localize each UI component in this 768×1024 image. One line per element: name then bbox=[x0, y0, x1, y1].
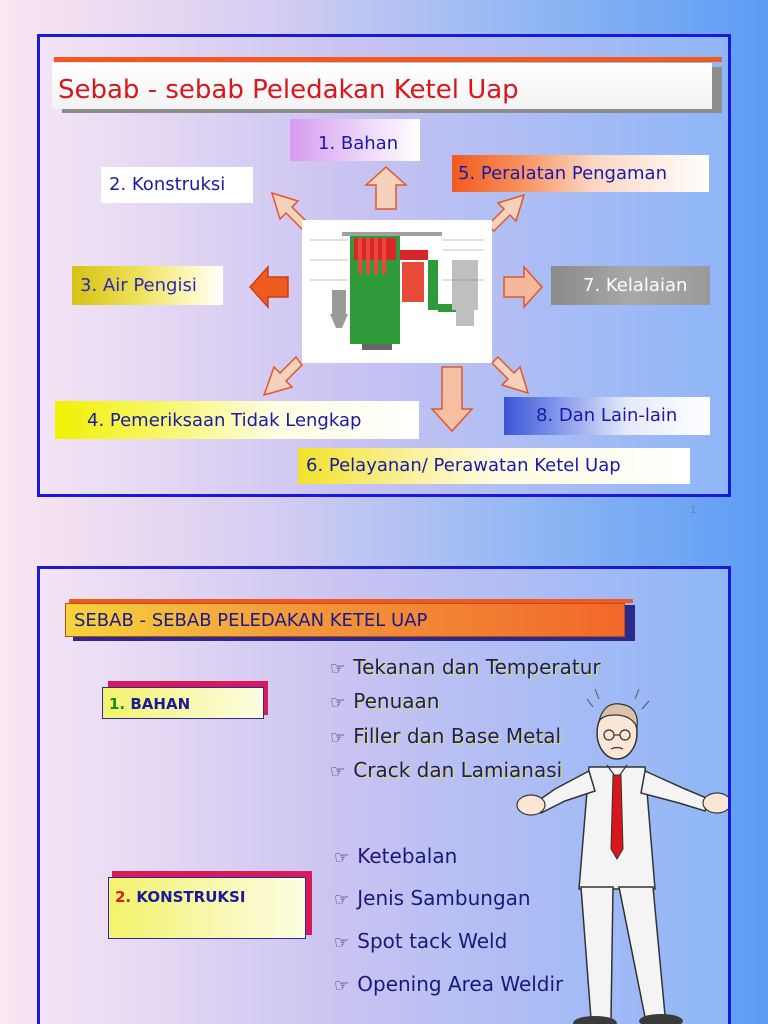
bullet-item: ☞ Ketebalan bbox=[334, 844, 457, 868]
arrow-up-icon bbox=[364, 165, 408, 210]
bullet-item: ☞ Tekanan dan Temperatur bbox=[330, 655, 601, 679]
section-title: BAHAN bbox=[130, 695, 191, 713]
slide-2: SEBAB - SEBAB PELEDAKAN KETEL UAP 1. BAH… bbox=[37, 566, 731, 1024]
section-bahan-label: 1. BAHAN bbox=[102, 687, 264, 719]
bullet-text: Spot tack Weld bbox=[357, 929, 508, 953]
cause-bahan: 1. Bahan bbox=[290, 119, 420, 161]
arrow-right-icon bbox=[503, 265, 544, 309]
arrows-layer bbox=[248, 165, 544, 433]
title-accent-line bbox=[54, 57, 722, 62]
confused-man-illustration bbox=[516, 688, 728, 1024]
bullet-text: Jenis Sambungan bbox=[357, 886, 531, 910]
cause-air-pengisi: 3. Air Pengisi bbox=[72, 266, 223, 305]
cause-pemeriksaan: 4. Pemeriksaan Tidak Lengkap bbox=[55, 401, 419, 439]
arrow-down-icon bbox=[430, 366, 474, 433]
pointing-hand-icon: ☞ bbox=[330, 728, 346, 748]
section-number: 2. bbox=[115, 888, 132, 906]
bullet-item: ☞ Opening Area Weldir bbox=[334, 972, 563, 996]
bullet-text: Filler dan Base Metal bbox=[353, 724, 562, 748]
slide-2-title-bar: SEBAB - SEBAB PELEDAKAN KETEL UAP bbox=[65, 599, 635, 643]
slide-2-title: SEBAB - SEBAB PELEDAKAN KETEL UAP bbox=[65, 603, 625, 637]
cause-kelalaian: 7. Kelalaian bbox=[551, 266, 710, 305]
arrow-down-right-icon bbox=[490, 355, 530, 395]
slide-1-title-bar: Sebab - sebab Peledakan Ketel Uap bbox=[52, 57, 722, 115]
section-bahan-box: 1. BAHAN bbox=[102, 681, 268, 721]
pointing-hand-icon: ☞ bbox=[334, 848, 350, 868]
pointing-hand-icon: ☞ bbox=[330, 762, 346, 782]
cause-konstruksi: 2. Konstruksi bbox=[101, 167, 253, 203]
slide-1: Sebab - sebab Peledakan Ketel Uap bbox=[37, 34, 731, 497]
bullet-item: ☞ Filler dan Base Metal bbox=[330, 724, 561, 748]
title-accent-line bbox=[69, 599, 633, 603]
bullet-item: ☞ Spot tack Weld bbox=[334, 929, 507, 953]
bullet-text: Crack dan Lamianasi bbox=[353, 758, 563, 782]
section-title: KONSTRUKSI bbox=[136, 888, 246, 906]
bullet-item: ☞ Crack dan Lamianasi bbox=[330, 758, 562, 782]
cause-pelayanan: 6. Pelayanan/ Perawatan Ketel Uap bbox=[298, 448, 690, 484]
bullet-item: ☞ Penuaan bbox=[330, 689, 439, 713]
pointing-hand-icon: ☞ bbox=[334, 890, 350, 910]
page-number: 1 bbox=[690, 505, 697, 516]
bullet-text: Ketebalan bbox=[357, 844, 458, 868]
pointing-hand-icon: ☞ bbox=[330, 693, 346, 713]
pointing-hand-icon: ☞ bbox=[334, 933, 350, 953]
pointing-hand-icon: ☞ bbox=[330, 659, 346, 679]
section-konstruksi-box: 2. KONSTRUKSI bbox=[108, 871, 314, 941]
cause-lain-lain: 8. Dan Lain-lain bbox=[504, 397, 710, 435]
arrow-up-right-icon bbox=[486, 193, 526, 233]
section-konstruksi-label: 2. KONSTRUKSI bbox=[108, 877, 306, 939]
arrow-left-icon bbox=[248, 265, 289, 309]
pointing-hand-icon: ☞ bbox=[334, 976, 350, 996]
bullet-item: ☞ Jenis Sambungan bbox=[334, 886, 531, 910]
cause-peralatan-pengaman: 5. Peralatan Pengaman bbox=[452, 155, 709, 192]
section-number: 1. bbox=[109, 695, 126, 713]
bullet-text: Tekanan dan Temperatur bbox=[353, 655, 601, 679]
bullet-text: Opening Area Weldir bbox=[357, 972, 564, 996]
boiler-diagram-image bbox=[302, 220, 492, 363]
arrow-down-left-icon bbox=[262, 355, 303, 397]
slide-1-title: Sebab - sebab Peledakan Ketel Uap bbox=[52, 63, 712, 109]
bullet-text: Penuaan bbox=[353, 689, 440, 713]
